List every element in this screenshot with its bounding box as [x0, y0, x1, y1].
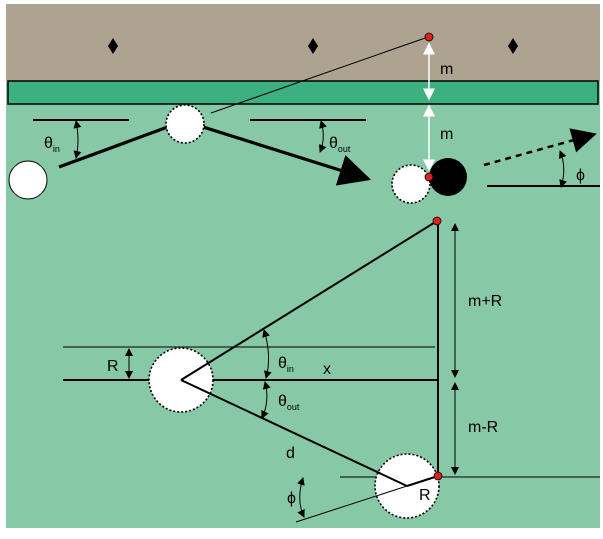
- contact-point-top: [424, 172, 434, 182]
- upper-diagonal: [180, 220, 438, 381]
- object-ball-direction: [483, 128, 597, 167]
- ghost-ball-cushion: [165, 104, 205, 144]
- m-lower-label: m: [440, 126, 453, 143]
- phi-label-bottom: ϕ: [287, 490, 296, 507]
- d-label: d: [286, 445, 295, 462]
- mirror-point-top: [424, 32, 434, 42]
- phi-label-top: ϕ: [576, 167, 585, 184]
- diamond-marker: [108, 38, 118, 54]
- phi-arc-bottom: [297, 477, 305, 518]
- theta-in-label-top: θin: [44, 135, 60, 154]
- contact-point-bottom: [433, 471, 443, 481]
- diamond-marker: [508, 38, 518, 54]
- x-label: x: [323, 361, 331, 378]
- r-right-label: R: [419, 487, 431, 504]
- mirror-point-bottom: [432, 216, 442, 226]
- aim-line: [210, 36, 429, 114]
- lower-diagonal-d: [180, 379, 408, 487]
- theta-out-label-top: θout: [329, 135, 351, 154]
- r-left-label: R: [107, 358, 119, 375]
- theta-out-label-bottom: θout: [278, 393, 300, 412]
- theta-out-arc: [319, 120, 327, 153]
- phi-arc-top: [558, 150, 567, 188]
- phi-line-bottom: [295, 485, 408, 523]
- theta-in-label-bottom: θin: [278, 355, 294, 374]
- object-ball: [429, 158, 467, 196]
- radius-segment: [406, 475, 439, 487]
- m-minus-r-label: m-R: [468, 419, 498, 436]
- theta-in-arc-bottom: [262, 329, 272, 379]
- diamond-marker: [308, 38, 318, 54]
- theta-in-arc: [73, 120, 82, 159]
- m-upper-label: m: [440, 61, 453, 78]
- table-rail: [6, 4, 600, 81]
- m-plus-r-label: m+R: [468, 293, 502, 310]
- theta-out-arc-bottom: [261, 381, 271, 419]
- cue-ball: [8, 160, 48, 200]
- cushion: [7, 80, 599, 105]
- ghost-ball-contact: [391, 164, 431, 204]
